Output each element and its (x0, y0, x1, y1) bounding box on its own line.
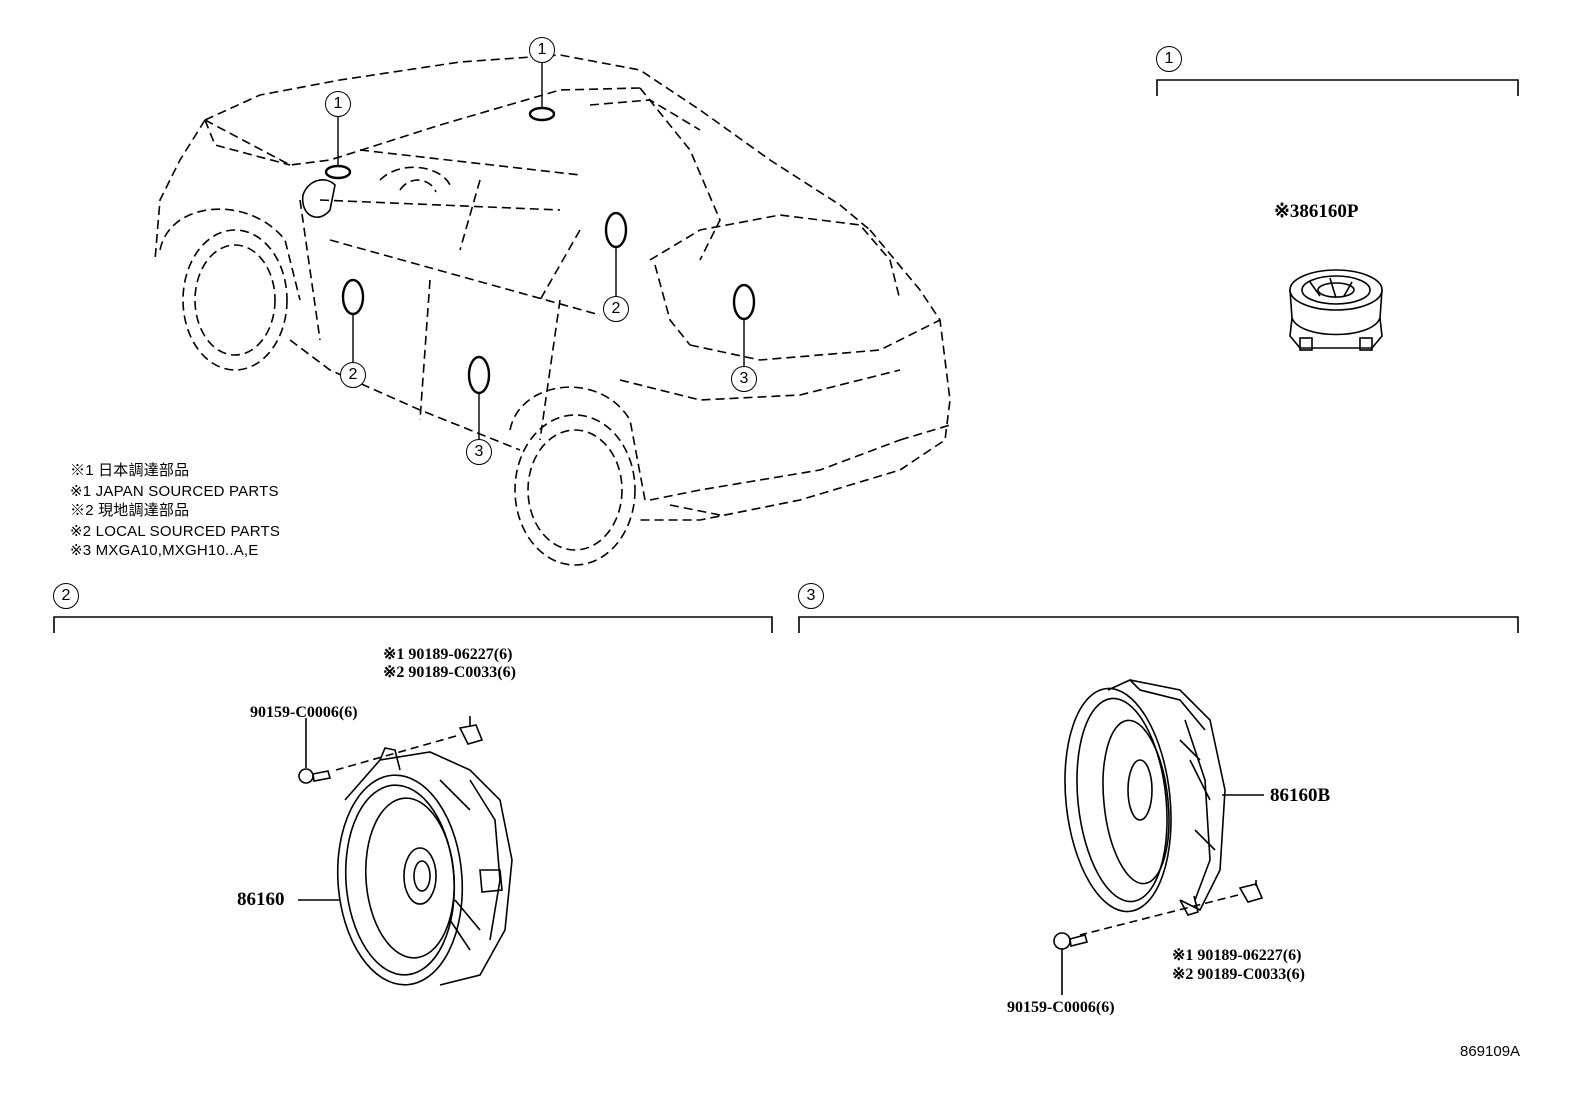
section-2-label: 2 (53, 583, 79, 609)
callout-1-front: 1 (325, 91, 351, 117)
section-1-label: 1 (1156, 46, 1182, 72)
callout-leaders (337, 62, 745, 439)
bolt-group3 (1053, 932, 1088, 995)
part-number-bolt[interactable]: 90159-C0006(6) (250, 704, 358, 721)
section-3-label: 3 (798, 583, 824, 609)
tweeter-86160P (1289, 269, 1383, 351)
callout-2-front: 2 (340, 362, 366, 388)
section-bracket-1 (1156, 79, 1519, 96)
part-number-screw-note1[interactable]: ※1 90189-06227(6) (1172, 947, 1302, 964)
speaker-86160 (336, 747, 513, 986)
note-line: ※1 日本調達部品 (70, 462, 190, 479)
part-number-86160[interactable]: 86160 (237, 889, 285, 910)
speaker-locations (324, 106, 756, 395)
speaker-86160B (1064, 679, 1226, 916)
clip-group3 (1079, 880, 1264, 936)
part-number-screw-note1[interactable]: ※1 90189-06227(6) (383, 646, 513, 663)
note-line: ※1 JAPAN SOURCED PARTS (70, 483, 279, 500)
callout-3-rear: 3 (731, 366, 757, 392)
part-number-screw-note2[interactable]: ※2 90189-C0033(6) (1172, 966, 1305, 983)
callout-2-rear: 2 (603, 296, 629, 322)
figure-id: 869109A (1460, 1043, 1521, 1060)
part-number-bolt[interactable]: 90159-C0006(6) (1007, 999, 1115, 1016)
part-number-86160B[interactable]: 86160B (1270, 785, 1331, 806)
side-mirror (302, 179, 336, 218)
callout-3-door: 3 (466, 439, 492, 465)
section-bracket-2 (53, 616, 773, 633)
front-wheel (182, 229, 288, 371)
callout-1-rear: 1 (529, 37, 555, 63)
rear-wheel (514, 414, 636, 566)
part-number-86160P[interactable]: ※386160P (1274, 201, 1359, 222)
clip-group2 (335, 716, 484, 771)
part-number-screw-note2[interactable]: ※2 90189-C0033(6) (383, 664, 516, 681)
note-line: ※2 現地調達部品 (70, 502, 190, 519)
section-bracket-3 (798, 616, 1519, 633)
note-line: ※3 MXGA10,MXGH10..A,E (70, 542, 259, 559)
bolt-group2 (298, 718, 332, 784)
note-line: ※2 LOCAL SOURCED PARTS (70, 523, 281, 540)
vehicle-outline (154, 54, 951, 521)
